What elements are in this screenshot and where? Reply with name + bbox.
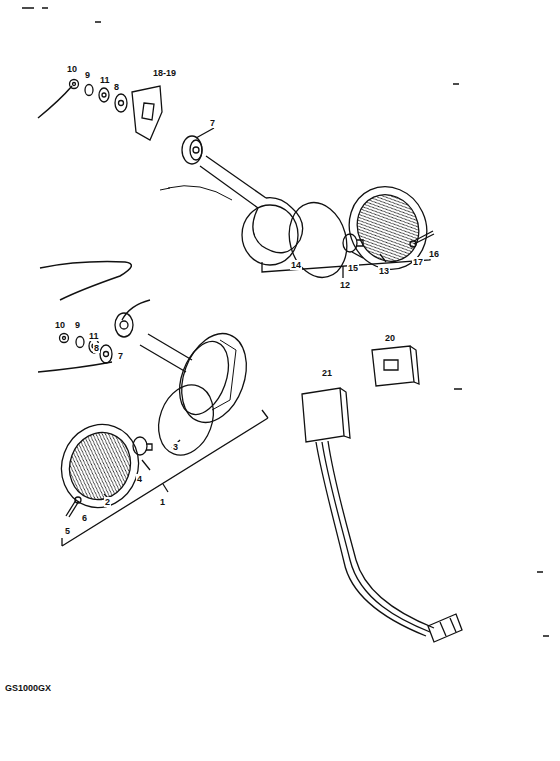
callout-number: 12 [339, 280, 351, 290]
callout-number: 3 [172, 442, 179, 452]
callout-number: 21 [321, 368, 333, 378]
callout-number: 11 [99, 75, 111, 85]
callout-number: 15 [347, 263, 359, 273]
callout-number: 10 [66, 64, 78, 74]
callout-number: 10 [54, 320, 66, 330]
callout-number: 1 [159, 497, 166, 507]
callout-number: 18-19 [152, 68, 177, 78]
callout-number: 16 [428, 249, 440, 259]
callout-number: 9 [84, 70, 91, 80]
callout-number: 9 [74, 320, 81, 330]
callout-number: 14 [290, 260, 302, 270]
callout-number: 13 [378, 266, 390, 276]
callout-number: 8 [113, 82, 120, 92]
callout-number: 4 [136, 474, 143, 484]
callout-number: 8 [93, 343, 100, 353]
callout-number: 7 [117, 351, 124, 361]
callout-number: 6 [81, 513, 88, 523]
callout-number: 2 [104, 497, 111, 507]
callout-number: 7 [209, 118, 216, 128]
callout-number: 5 [64, 526, 71, 536]
callout-number: 17 [412, 257, 424, 267]
model-code: GS1000GX [4, 683, 52, 693]
callout-number: 11 [88, 331, 100, 341]
callout-number: 20 [384, 333, 396, 343]
